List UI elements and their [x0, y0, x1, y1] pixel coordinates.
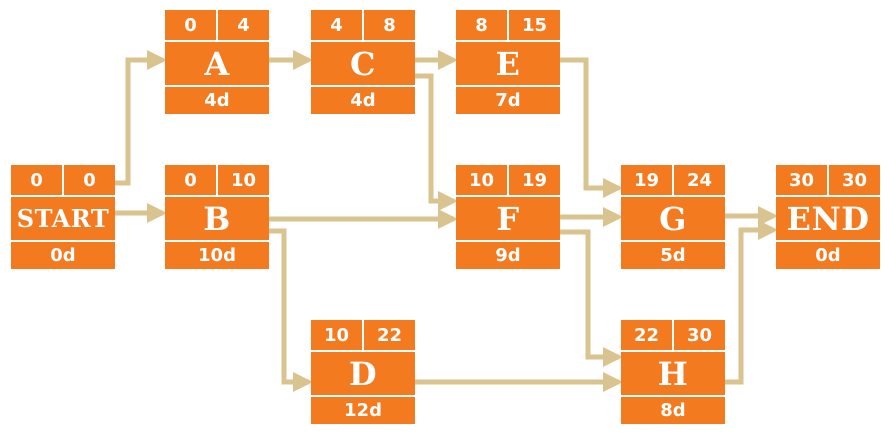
early-start: 19: [633, 169, 660, 191]
arrow-e-to-g: [560, 57, 623, 198]
node-d: 10 22 D 12d: [311, 320, 415, 424]
early-finish: 0: [62, 165, 115, 195]
node-name: F: [496, 199, 520, 238]
duration: 4d: [204, 90, 230, 111]
early-start: 8: [475, 14, 488, 36]
early-start: 0: [184, 169, 197, 191]
early-start: 0: [30, 169, 43, 191]
duration: 12d: [344, 400, 382, 421]
node-e: 8 15 E 7d: [456, 10, 560, 114]
early-start: 0: [184, 14, 197, 36]
arrow-c-to-f: [415, 73, 458, 211]
duration: 4d: [350, 90, 376, 111]
arrow-h-to-end: [725, 220, 778, 385]
node-name: E: [495, 44, 521, 83]
early-finish: 10: [216, 165, 269, 195]
node-start: 0 0 START 0d: [11, 165, 115, 269]
arrow-start-to-a: [115, 50, 167, 186]
node-name: C: [350, 44, 376, 83]
early-start: 10: [468, 169, 495, 191]
node-name: G: [659, 199, 687, 238]
early-finish: 15: [507, 10, 560, 40]
node-end: 30 30 END 0d: [776, 165, 880, 269]
node-b: 0 10 B 10d: [165, 165, 269, 269]
early-finish: 8: [362, 10, 415, 40]
early-finish: 19: [507, 165, 560, 195]
duration: 7d: [495, 90, 521, 111]
early-finish: 24: [672, 165, 725, 195]
node-f: 10 19 F 9d: [456, 165, 560, 269]
early-finish: 30: [672, 320, 725, 350]
duration: 0d: [50, 245, 76, 266]
early-start: 10: [323, 324, 350, 346]
arrow-b-to-d: [269, 228, 313, 392]
arrow-f-to-h: [560, 229, 623, 367]
node-name: B: [203, 199, 231, 238]
duration: 10d: [198, 245, 236, 266]
node-h: 22 30 H 8d: [621, 320, 725, 424]
early-finish: 30: [827, 165, 880, 195]
node-name: START: [16, 204, 110, 233]
early-start: 4: [330, 14, 343, 36]
node-name: D: [348, 354, 378, 393]
node-name: A: [204, 44, 230, 83]
early-finish: 4: [216, 10, 269, 40]
early-finish: 22: [362, 320, 415, 350]
node-c: 4 8 C 4d: [311, 10, 415, 114]
duration: 9d: [495, 245, 521, 266]
node-a: 0 4 A 4d: [165, 10, 269, 114]
duration: 5d: [660, 245, 686, 266]
node-name: END: [786, 199, 870, 238]
early-start: 22: [633, 324, 660, 346]
duration: 8d: [660, 400, 686, 421]
node-name: H: [657, 354, 689, 393]
early-start: 30: [788, 169, 815, 191]
node-g: 19 24 G 5d: [621, 165, 725, 269]
duration: 0d: [815, 245, 841, 266]
